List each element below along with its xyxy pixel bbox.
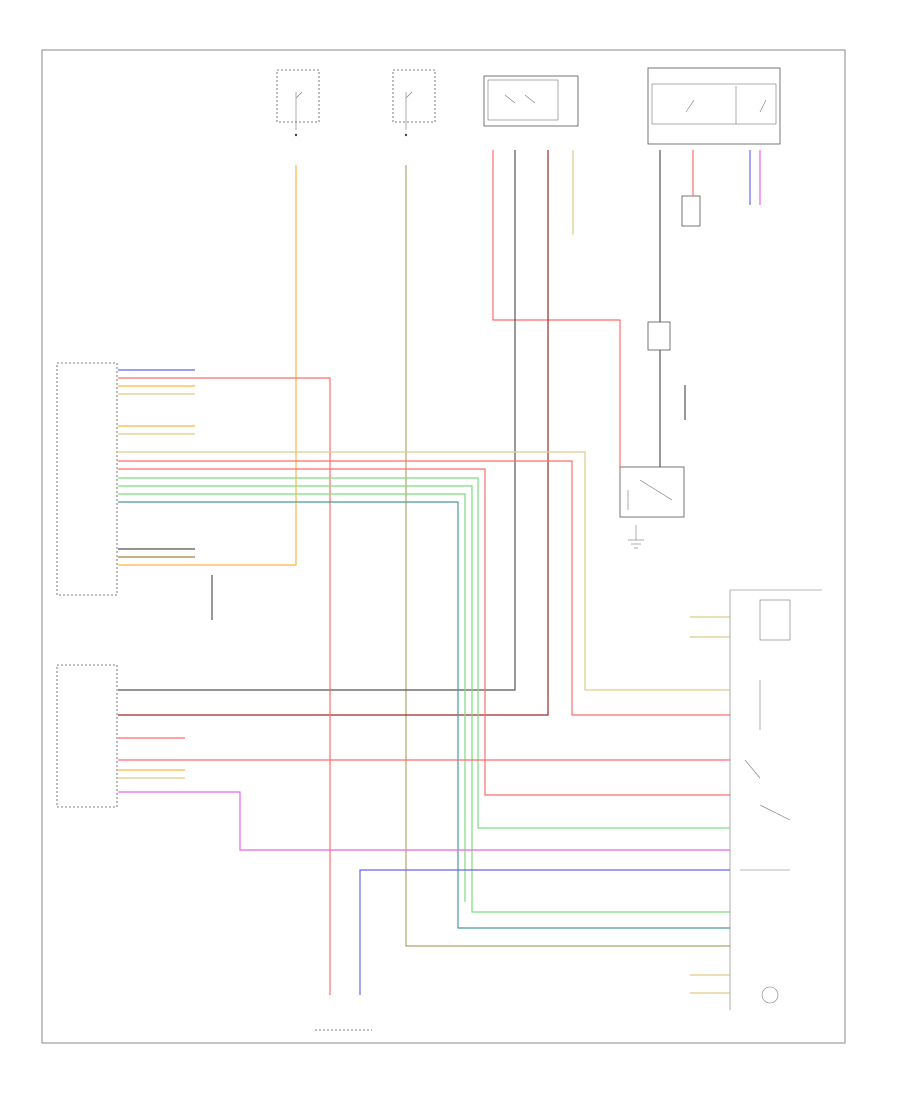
inline-fuse	[647, 321, 671, 351]
transmission-control-module	[56, 362, 118, 596]
wire-red-mid-2	[118, 468, 730, 796]
wire-red-ignition	[492, 150, 621, 467]
fuse-block-center	[392, 69, 436, 137]
right-connector-frame	[729, 589, 822, 1010]
wire-blue-lower	[359, 869, 730, 995]
wire-red-mid	[118, 460, 730, 716]
wire-pink-lower	[118, 791, 730, 851]
wire-teal	[118, 501, 730, 929]
fuse-block-left	[276, 69, 320, 137]
battery-fuse-box	[647, 67, 781, 145]
ground-symbol	[628, 525, 644, 549]
wire-darkred-ignition	[118, 150, 549, 716]
wire-green-2	[118, 485, 730, 913]
ignition-switch-block	[483, 75, 579, 127]
wire-dark-ignition	[118, 150, 516, 691]
relay-box	[619, 466, 685, 518]
wire-green-1	[118, 477, 730, 829]
wire-red-long	[118, 377, 331, 995]
wire-orange	[118, 165, 297, 566]
electronic-brake-module	[56, 664, 118, 808]
wire-green-3	[118, 493, 466, 902]
wire-tan-4	[118, 451, 730, 691]
wire-olive	[405, 165, 730, 947]
diagram-frame	[41, 49, 846, 1044]
inline-resistor	[681, 195, 701, 227]
